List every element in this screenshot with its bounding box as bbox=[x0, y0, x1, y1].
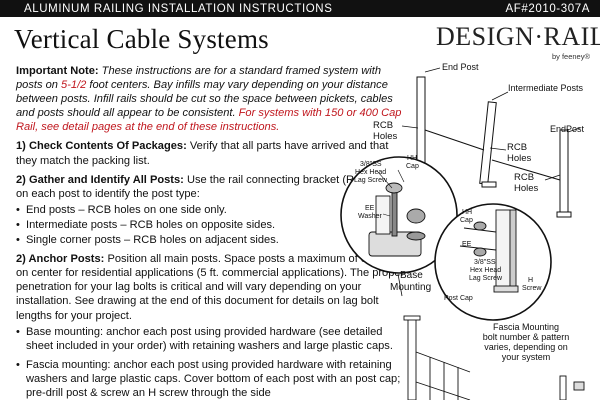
page-title: Vertical Cable Systems bbox=[14, 24, 269, 54]
list-item: End posts – RCB holes on one side only. bbox=[16, 203, 408, 217]
railing-posts-illustration bbox=[413, 76, 572, 218]
end-post-illustration bbox=[416, 76, 426, 172]
logo-byline: by feeney® bbox=[551, 52, 590, 61]
label-end-post-right: EndPost bbox=[550, 124, 585, 134]
mounting-list: Base mounting: anchor each post using pr… bbox=[16, 325, 408, 400]
post-type-list: End posts – RCB holes on one side only. … bbox=[16, 203, 408, 247]
instructions-body: Important Note: These instructions are f… bbox=[16, 64, 408, 400]
label-post-cap: Post Cap bbox=[444, 295, 473, 302]
important-label: Important Note: bbox=[16, 65, 99, 77]
step-text: Verify that all parts have arrived and t… bbox=[16, 140, 389, 167]
label-ee-right: EE bbox=[462, 241, 472, 248]
step-anchor-posts: 2) Anchor Posts: Position all main posts… bbox=[16, 252, 408, 400]
list-item: Single corner posts – RCB holes on adjac… bbox=[16, 233, 408, 247]
list-item: Base mounting: anchor each post using pr… bbox=[16, 325, 408, 353]
cap-rail-note: For systems with 150 or 400 Cap Rail, se… bbox=[16, 107, 402, 134]
important-note: Important Note: These instructions are f… bbox=[16, 64, 408, 134]
right-end-post-illustration bbox=[559, 129, 569, 217]
lower-railing-illustration bbox=[403, 315, 585, 400]
post-spacing-highlight: 5-1/2 bbox=[61, 79, 87, 92]
step-identify-posts: 2) Gather and Identify All Posts: Use th… bbox=[16, 173, 408, 248]
logo-wordmark: DESIGN·RAIL bbox=[436, 22, 600, 51]
header-title: ALUMINUM RAILING INSTALLATION INSTRUCTIO… bbox=[24, 2, 333, 15]
step-heading: 2) Gather and Identify All Posts: bbox=[16, 173, 184, 186]
step-text: Position all main posts. Space posts a m… bbox=[16, 253, 405, 322]
important-text-1: These instructions are for a standard fr… bbox=[16, 65, 381, 92]
document-number: AF#2010-307A bbox=[505, 2, 590, 15]
list-item: Intermediate posts – RCB holes on opposi… bbox=[16, 218, 408, 232]
important-text-2: foot centers. Bay infills may vary depen… bbox=[16, 79, 393, 120]
header-bar: ALUMINUM RAILING INSTALLATION INSTRUCTIO… bbox=[0, 0, 600, 17]
list-item: Fascia mounting: anchor each post using … bbox=[16, 358, 408, 400]
step-check-contents: 1) Check Contents Of Packages: Verify th… bbox=[16, 139, 408, 167]
step-heading: 2) Anchor Posts: bbox=[16, 253, 105, 266]
brand-logo: DESIGN·RAIL by feeney® bbox=[436, 22, 600, 66]
label-intermediate-posts: Intermediate Posts bbox=[508, 83, 584, 93]
step-heading: 1) Check Contents Of Packages: bbox=[16, 140, 187, 153]
intermediate-post-illustration bbox=[479, 101, 497, 185]
